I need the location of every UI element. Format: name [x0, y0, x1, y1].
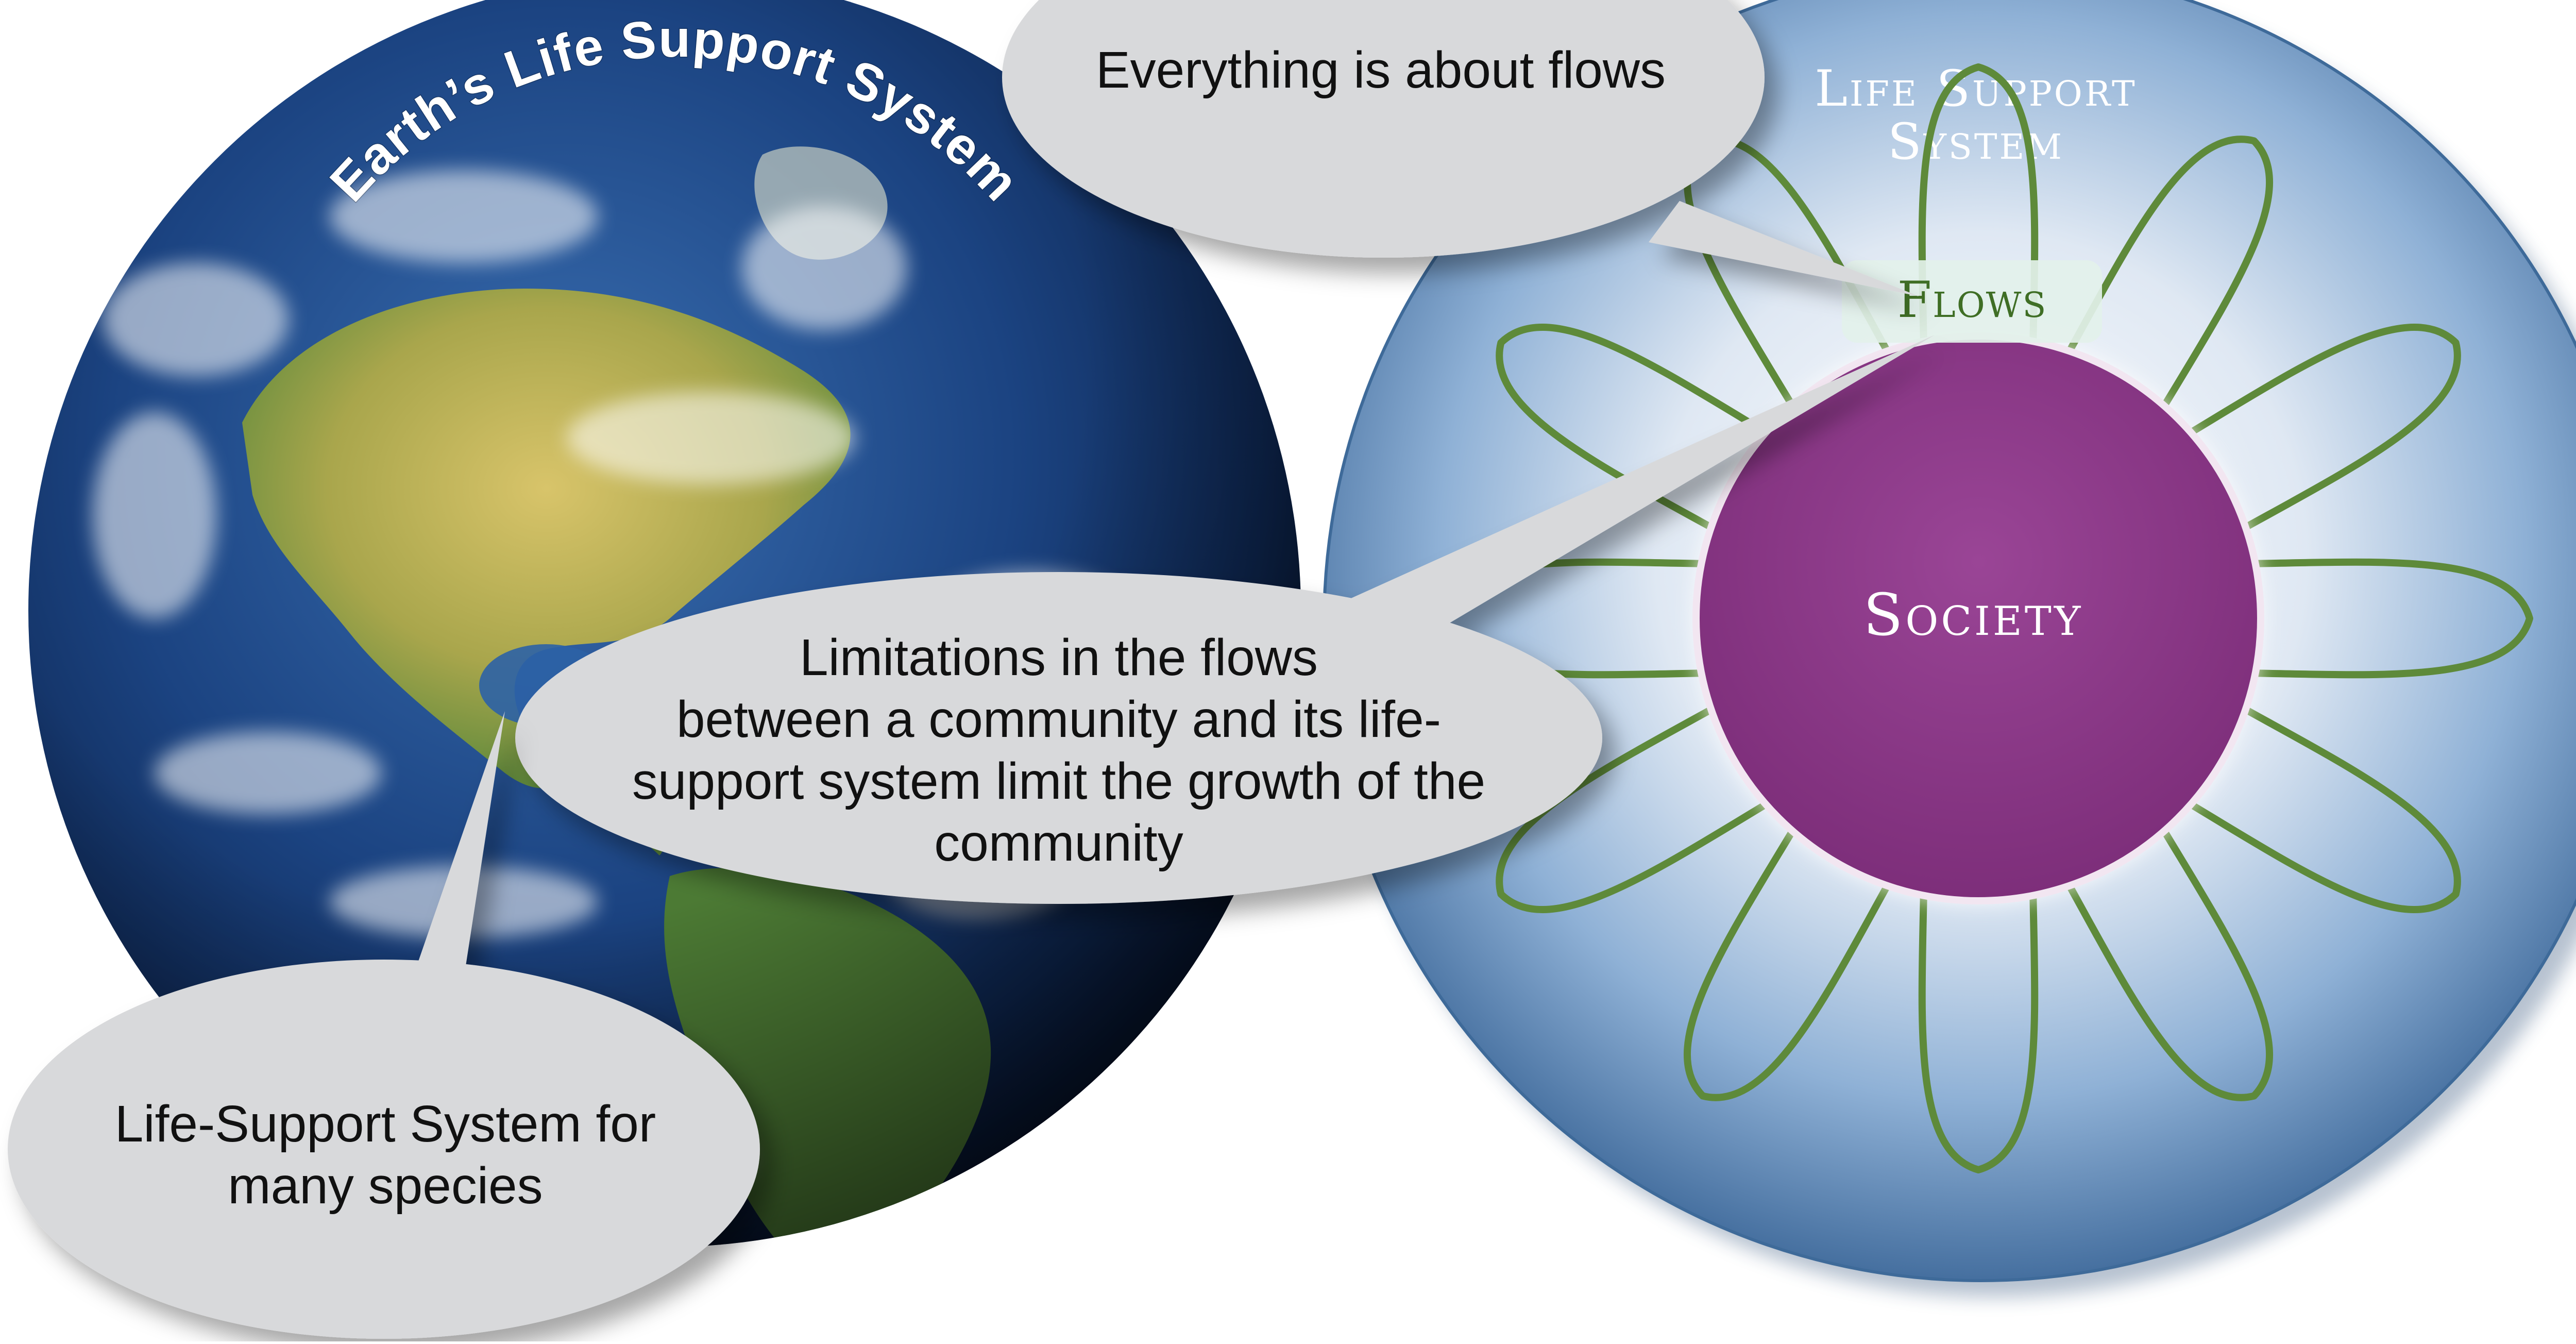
callout-limitations-line1: Limitations in the flows — [800, 629, 1318, 686]
callout-species-line1: Life-Support System for — [115, 1095, 656, 1153]
flow-petal — [2141, 324, 2461, 558]
earth-shading — [28, 0, 1301, 1247]
callout-flows — [1002, 0, 1919, 296]
flows-label-box — [1842, 260, 2102, 343]
flow-petal — [1918, 63, 2039, 397]
flow-petal — [2199, 558, 2533, 679]
callout-flows-text: Everything is about flows — [1096, 41, 1666, 99]
flow-petal — [1918, 839, 2039, 1173]
flow-petal — [2039, 781, 2273, 1101]
callout-species — [8, 711, 760, 1339]
callout-limitations — [515, 335, 1935, 904]
flow-petal — [2039, 136, 2273, 456]
life-support-label-line2: System — [1888, 113, 2064, 171]
flow-petal — [1496, 679, 1816, 913]
life-support-sphere: Life Support System Society Flows — [1323, 0, 2576, 1297]
society-label: Society — [1863, 582, 2083, 649]
flow-petal — [1684, 781, 1918, 1101]
callout-limitations-line4: community — [934, 814, 1183, 872]
flow-petal — [2141, 679, 2461, 913]
callout-limitations-line3: support system limit the growth of the — [632, 752, 1485, 810]
callout-limitations-line2: between a community and its life- — [676, 691, 1441, 748]
callout-species-line2: many species — [228, 1157, 543, 1215]
flows-label: Flows — [1897, 271, 2047, 329]
